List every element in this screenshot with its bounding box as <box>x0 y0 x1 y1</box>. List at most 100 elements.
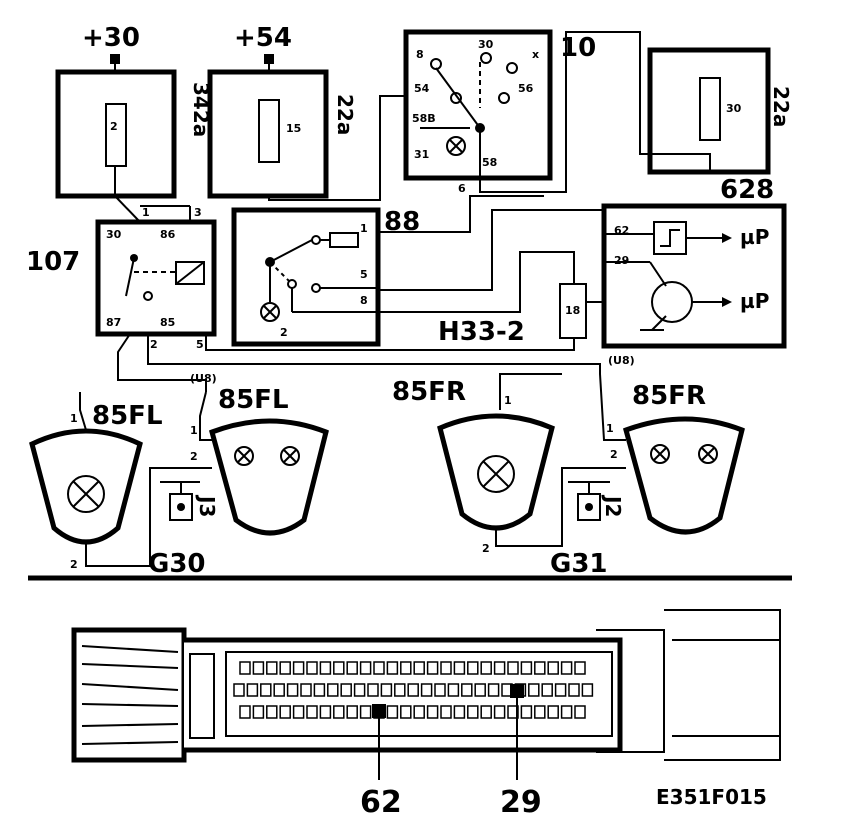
connector-pin <box>426 661 439 675</box>
ecu-628: 62 29 µP µP <box>601 203 787 349</box>
connector-pin <box>239 661 251 675</box>
connector-h33-2: 18 H33-2 <box>438 283 587 347</box>
connector-pin <box>346 661 358 675</box>
connector-pin <box>359 661 372 675</box>
connector-pin <box>520 661 533 675</box>
connector-label: H33-2 <box>438 317 525 347</box>
connector-pin <box>534 705 546 719</box>
svg-text:1: 1 <box>360 222 368 235</box>
lamp-label: 85FR <box>392 377 466 407</box>
switch-88: 88 1 5 8 2 <box>231 207 420 347</box>
pin-62-label: 62 <box>360 785 402 820</box>
microprocessor-label-2: µP <box>740 289 769 313</box>
supply-54-label: +54 <box>234 23 292 53</box>
connector-pin <box>266 661 278 675</box>
connector-pin <box>327 683 339 697</box>
connector-pin <box>440 661 452 675</box>
connector-pin <box>359 705 372 719</box>
connector-pin <box>520 705 533 719</box>
svg-text:1: 1 <box>70 412 78 425</box>
terminal-30-icon <box>110 54 120 64</box>
ecu-628-label: 628 <box>720 175 774 205</box>
ground-g31-label: G31 <box>550 549 608 579</box>
connector-pin <box>279 661 291 675</box>
connector-pin <box>246 683 259 697</box>
connector-pin <box>574 705 586 719</box>
connector-pin <box>453 661 466 675</box>
connector-pin <box>547 661 559 675</box>
svg-text:2: 2 <box>482 542 490 555</box>
connector-pin <box>440 705 452 719</box>
connector-pin <box>239 705 251 719</box>
connector-pin <box>252 661 265 675</box>
connector-pin <box>367 683 379 697</box>
pin-62-marker <box>372 704 386 718</box>
connector-pin <box>400 705 412 719</box>
connector-pin <box>461 683 473 697</box>
fuse-number: 30 <box>726 102 742 115</box>
lamp-label: 85FL <box>92 401 163 431</box>
connector-pin <box>313 683 326 697</box>
svg-text:31: 31 <box>414 148 429 161</box>
svg-text:2: 2 <box>70 558 78 571</box>
svg-text:58B: 58B <box>412 112 436 125</box>
connector-pin <box>286 683 299 697</box>
connector-pin <box>581 683 594 697</box>
connector-pin <box>413 705 425 719</box>
svg-text:2: 2 <box>280 326 288 339</box>
svg-text:29: 29 <box>614 254 629 267</box>
svg-text:2: 2 <box>610 448 618 461</box>
connector-pin <box>292 705 305 719</box>
svg-text:8: 8 <box>360 294 368 307</box>
connector-pin <box>292 661 305 675</box>
connector-pin <box>353 683 366 697</box>
connector-pin <box>340 683 352 697</box>
connector-pin <box>447 683 460 697</box>
connector-pin <box>306 661 318 675</box>
fuse-box-22a-right: 30 22a <box>647 47 793 175</box>
svg-text:5: 5 <box>196 338 204 351</box>
svg-text:2: 2 <box>150 338 158 351</box>
connector-pin <box>300 683 312 697</box>
svg-text:5: 5 <box>360 268 368 281</box>
connector-pin <box>319 705 332 719</box>
connector-pin <box>386 661 399 675</box>
svg-text:54: 54 <box>414 82 430 95</box>
connector-pin <box>260 683 272 697</box>
connector-pin <box>541 683 553 697</box>
connector-pin <box>480 705 492 719</box>
connector-pin <box>534 661 546 675</box>
connector-pin <box>493 661 506 675</box>
connector-pin <box>574 661 586 675</box>
fuse-box-342a: 2 342a <box>55 69 213 199</box>
pin-29-marker <box>510 684 524 698</box>
connector-pin <box>554 683 567 697</box>
svg-text:30: 30 <box>478 38 494 51</box>
connector-pin <box>413 661 425 675</box>
connector-pin <box>252 705 265 719</box>
connector-pin <box>400 661 412 675</box>
headlamp-85fl: 85FL 85FL 1 1 2 2 <box>29 385 329 571</box>
connector-pin <box>434 683 446 697</box>
connector-pin <box>273 683 285 697</box>
connector-pin <box>453 705 466 719</box>
connector-pin <box>233 683 245 697</box>
svg-text:87: 87 <box>106 316 121 329</box>
svg-text:30: 30 <box>106 228 122 241</box>
svg-text:8: 8 <box>416 48 424 61</box>
connector-pin <box>279 705 291 719</box>
relay-107: 107 1 3 30 86 87 85 2 5 <box>26 206 217 351</box>
lamp-label: 85FR <box>632 381 706 411</box>
connector-pin <box>420 683 433 697</box>
connector-pin <box>467 705 479 719</box>
fuse-box-label: 22a <box>769 86 793 127</box>
supply-30-label: +30 <box>82 23 140 53</box>
connector-pin <box>333 705 345 719</box>
connector-pin <box>528 683 540 697</box>
ecu-connector-illustration <box>71 609 781 780</box>
light-switch-10: 10 8 30 x 54 56 58B 31 58 6 <box>403 29 596 195</box>
svg-text:58: 58 <box>482 156 497 169</box>
connector-pin <box>493 705 506 719</box>
connector-pin <box>266 705 278 719</box>
